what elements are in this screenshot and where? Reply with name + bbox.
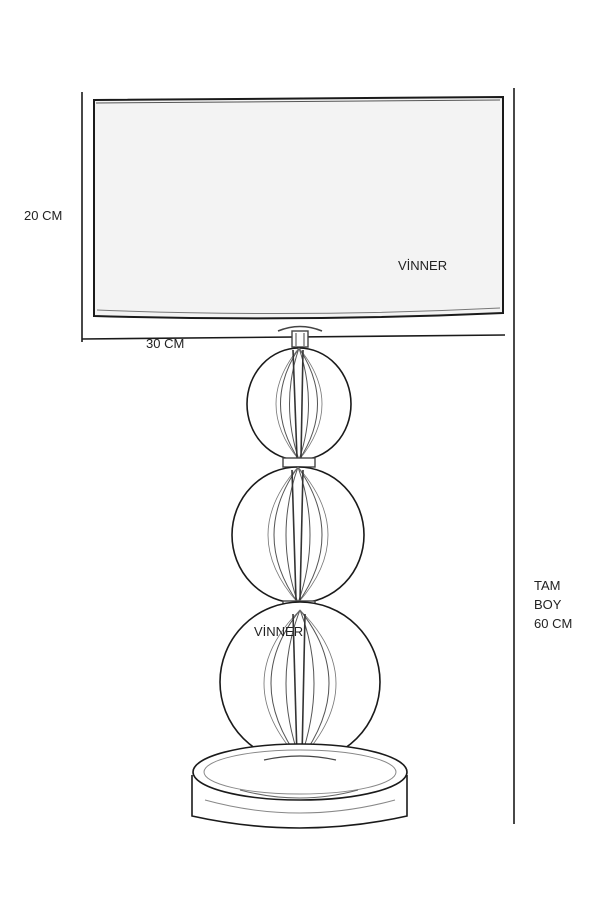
lamp-neck <box>277 325 323 348</box>
total-height-line-1: TAM <box>534 578 561 593</box>
total-height-line-3: 60 CM <box>534 616 573 631</box>
connector-ring-upper <box>282 457 316 468</box>
lamp-shade <box>93 95 504 320</box>
brand-label-shade: VİNNER <box>398 258 448 273</box>
total-height-label: TAM BOY 60 CM <box>534 576 572 633</box>
lamp-base <box>191 743 408 829</box>
glass-sphere-top <box>246 347 352 461</box>
shade-width-label: 30 CM <box>146 336 185 351</box>
shade-height-label: 20 CM <box>24 208 63 223</box>
glass-sphere-middle <box>231 466 365 604</box>
total-height-line-2: BOY <box>534 597 562 612</box>
brand-label-base: VİNNER <box>254 624 304 639</box>
